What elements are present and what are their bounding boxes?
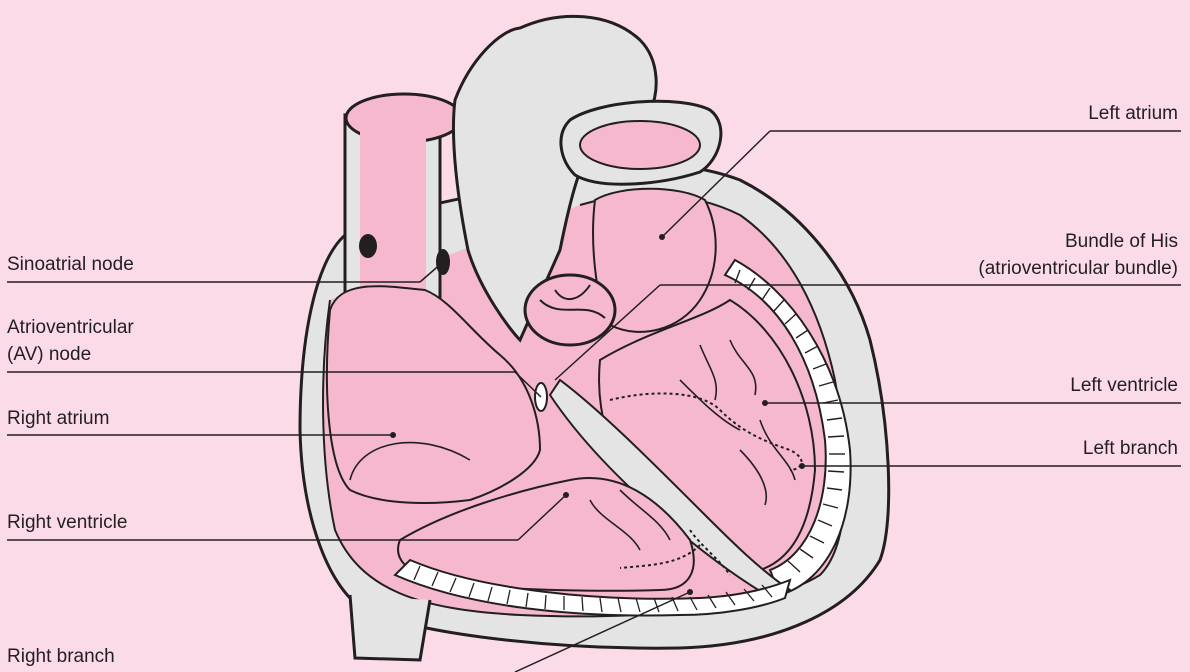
label-left-ventricle: Left ventricle	[1070, 374, 1178, 398]
label-av-node-line2: (AV) node	[7, 343, 91, 367]
inferior-vena-cava	[350, 595, 430, 660]
label-left-atrium: Left atrium	[1088, 102, 1178, 126]
label-sinoatrial-node: Sinoatrial node	[7, 253, 134, 277]
label-av-node-line1: Atrioventricular	[7, 316, 134, 340]
label-right-atrium: Right atrium	[7, 407, 109, 431]
label-right-ventricle: Right ventricle	[7, 511, 127, 535]
label-bundle-of-his-line2: (atrioventricular bundle)	[978, 257, 1178, 281]
label-bundle-of-his-line1: Bundle of His	[1065, 230, 1178, 254]
label-right-branch: Right branch	[7, 645, 115, 669]
label-left-branch: Left branch	[1083, 437, 1178, 461]
